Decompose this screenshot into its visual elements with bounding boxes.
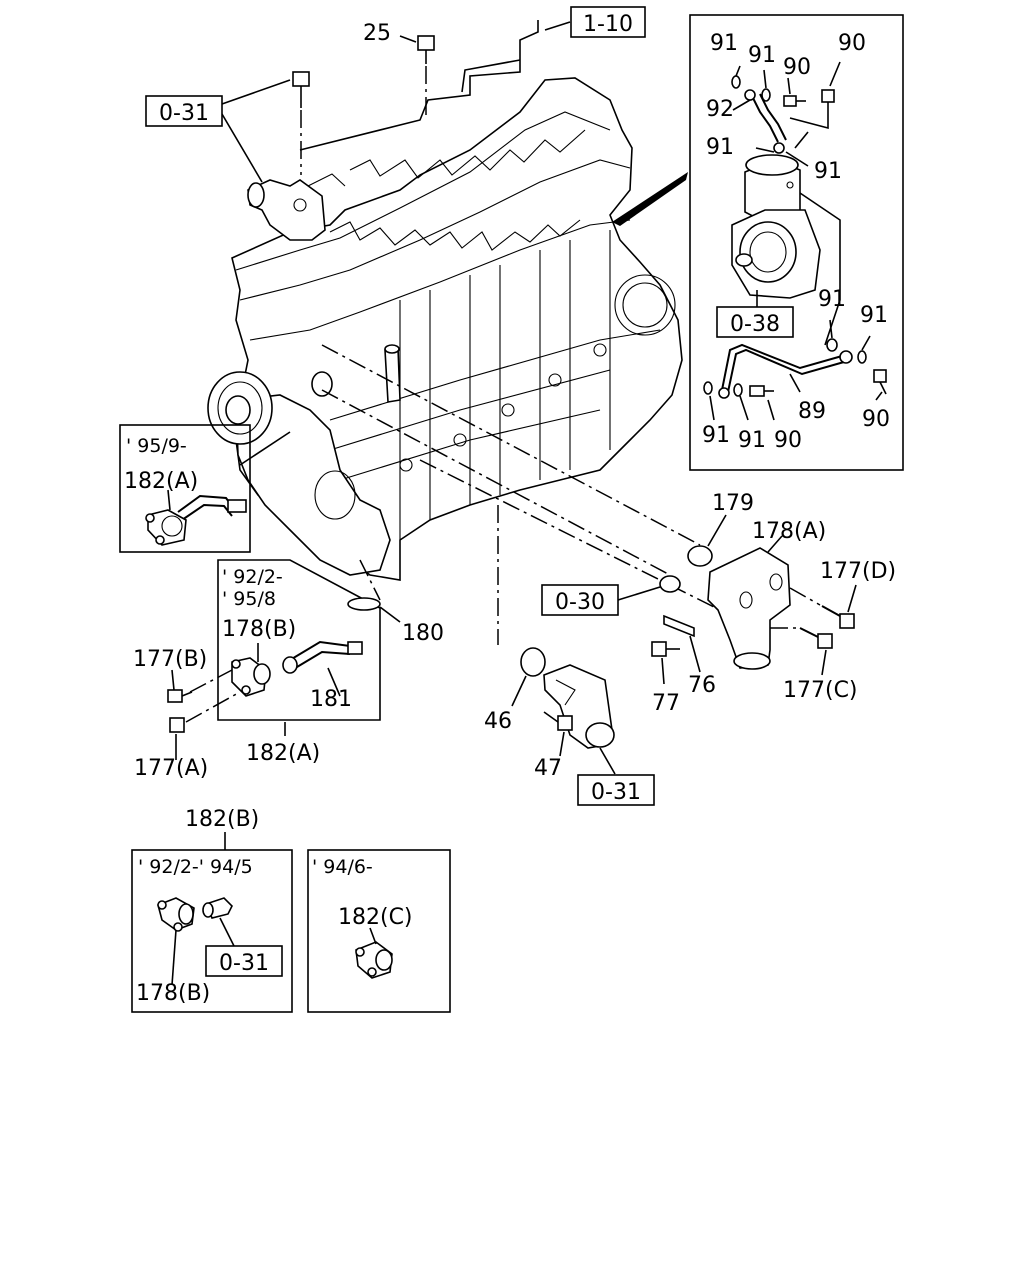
label-77: 77 (652, 691, 680, 716)
inset-air-compressor-frame (689, 14, 904, 471)
frame-92-2-94-5 (131, 849, 293, 1013)
label-46: 46 (484, 709, 512, 734)
o-ring-179 (687, 545, 713, 567)
label-90: 90 (774, 428, 802, 453)
sensor-182a-top (145, 494, 247, 546)
label-91: 91 (748, 43, 776, 68)
label-91: 91 (818, 287, 846, 312)
svg-text:0-30: 0-30 (555, 590, 605, 615)
ref-box-0-31-top[interactable]: 0-31 (145, 95, 223, 127)
label-178b-inset: 178(B) (136, 981, 210, 1006)
label-177a: 177(A) (134, 756, 208, 781)
svg-text:0-31: 0-31 (591, 780, 641, 805)
label-90: 90 (862, 407, 890, 432)
date-92-2: ' 92/2- (222, 566, 283, 588)
label-182b: 182(B) (185, 807, 259, 832)
gasket-76 (663, 614, 695, 638)
ref-box-0-31-inset[interactable]: 0-31 (205, 945, 283, 977)
pipe-178a (707, 547, 791, 670)
air-compressor (731, 154, 821, 299)
sensor-182c (355, 941, 393, 979)
label-177c: 177(C) (783, 678, 858, 703)
o-ring-46 (520, 647, 546, 677)
label-182a-bottom: 182(A) (246, 741, 320, 766)
elbow-pipe-0-31 (543, 664, 615, 749)
frame-92-2-95-8 (217, 559, 381, 721)
engine-block (207, 77, 688, 581)
label-91: 91 (860, 303, 888, 328)
hose-181 (282, 640, 363, 674)
sensor-178b-inset (157, 897, 233, 932)
label-91: 91 (706, 135, 734, 160)
label-177d: 177(D) (820, 559, 896, 584)
label-91: 91 (814, 159, 842, 184)
svg-text:1-10: 1-10 (583, 12, 633, 37)
ref-box-0-30[interactable]: 0-30 (541, 584, 619, 616)
label-182c: 182(C) (338, 905, 413, 930)
label-178a: 178(A) (752, 519, 826, 544)
label-76: 76 (688, 673, 716, 698)
frame-95-9 (119, 424, 251, 553)
svg-text:0-31: 0-31 (159, 101, 209, 126)
label-178b: 178(B) (222, 617, 296, 642)
label-91: 91 (702, 423, 730, 448)
label-182a-top: 182(A) (124, 469, 198, 494)
o-ring-0-30 (659, 575, 681, 593)
label-181: 181 (310, 687, 352, 712)
label-47: 47 (534, 756, 562, 781)
ref-box-0-31-bottom[interactable]: 0-31 (577, 774, 655, 806)
label-91: 91 (710, 31, 738, 56)
label-180: 180 (402, 621, 444, 646)
frame-94-6 (307, 849, 451, 1013)
date-95-8: ' 95/8 (222, 588, 276, 610)
date-95-9: ' 95/9- (126, 435, 187, 457)
gasket-180 (347, 597, 381, 611)
label-89: 89 (798, 399, 826, 424)
label-90: 90 (838, 31, 866, 56)
wire-to-1-10 (299, 20, 539, 151)
label-90: 90 (783, 55, 811, 80)
ref-box-1-10[interactable]: 1-10 (570, 6, 646, 38)
sensor-178b (231, 657, 271, 697)
label-177b: 177(B) (133, 647, 207, 672)
svg-text:0-31: 0-31 (219, 951, 269, 976)
bolt-25 (399, 35, 435, 120)
label-91: 91 (738, 428, 766, 453)
label-25: 25 (363, 21, 391, 46)
label-179: 179 (712, 491, 754, 516)
ref-box-0-38[interactable]: 0-38 (716, 306, 794, 338)
label-92: 92 (706, 97, 734, 122)
svg-text:0-38: 0-38 (730, 312, 780, 337)
bolt-0-31-top (292, 71, 310, 175)
date-94-6: ' 94/6- (312, 856, 373, 878)
date-92-2-94-5: ' 92/2-' 94/5 (138, 856, 253, 878)
